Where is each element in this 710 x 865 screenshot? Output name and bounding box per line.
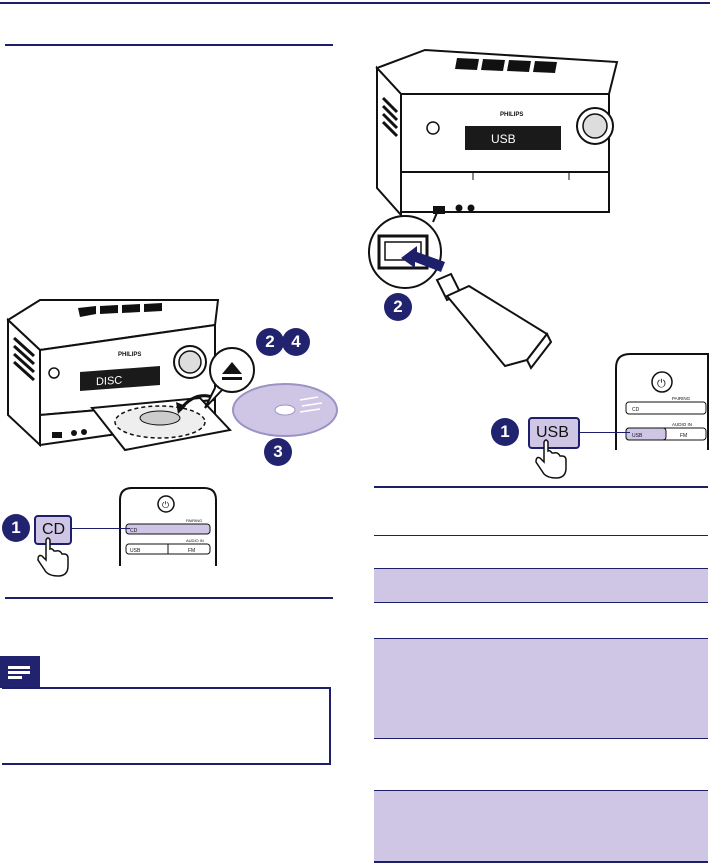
remote-key-audioin-left: AUDIO IN <box>186 538 204 543</box>
table-row-rule-2 <box>374 568 708 569</box>
table-bottom-rule <box>374 861 708 863</box>
brand-logo-right: PHILIPS <box>500 112 523 118</box>
page-top-rule <box>0 2 710 4</box>
note-box <box>2 687 331 765</box>
table-row-band-2 <box>374 638 708 738</box>
usb-remote-button-label: USB <box>536 424 569 441</box>
table-row-rule-5 <box>374 738 708 739</box>
cd-remote-button[interactable]: CD <box>34 515 72 545</box>
note-tab <box>0 656 40 688</box>
cd-player-illustration: DISC PHILIPS <box>6 299 338 452</box>
section-rule-left <box>5 44 333 46</box>
display-text-usb: USB <box>491 132 516 146</box>
callout-1-right: 1 <box>491 418 519 446</box>
table-row-rule-4 <box>374 638 708 639</box>
usb-player-illustration: USB PHILIPS <box>375 48 619 218</box>
cd-remote-button-label: CD <box>42 521 66 538</box>
remote-key-pairing-right: PAIRING <box>672 396 691 401</box>
brand-logo-left: PHILIPS <box>118 352 141 358</box>
remote-key-audioin-right: AUDIO IN <box>672 422 692 427</box>
callout-3-left: 3 <box>264 438 292 466</box>
remote-key-fm-left: FM <box>188 548 195 554</box>
table-row-rule-3 <box>374 602 708 603</box>
display-text-disc: DISC <box>96 374 122 388</box>
note-icon <box>8 666 30 679</box>
svg-text:⏻: ⏻ <box>657 378 666 390</box>
table-row-band-1 <box>374 568 708 602</box>
usb-remote-button[interactable]: USB <box>528 417 580 449</box>
table-row-rule-6 <box>374 790 708 791</box>
svg-text:⏻: ⏻ <box>162 500 169 510</box>
remote-key-usb-left: USB <box>130 548 141 554</box>
section-rule-left-2 <box>5 597 333 599</box>
remote-key-usb-right: USB <box>632 433 643 439</box>
pressing-hand-icon-left <box>37 537 69 577</box>
remote-key-cd-left: CD <box>130 528 138 534</box>
usb-insert-illustration <box>368 210 553 370</box>
remote-key-cd-right: CD <box>632 407 640 413</box>
cd-button-leader <box>70 528 130 529</box>
remote-key-fm-right: FM <box>680 433 687 439</box>
usb-button-leader <box>578 432 630 433</box>
remote-control-left: ⏻ CD PAIRING AUDIO IN USB FM <box>119 487 217 566</box>
table-row-band-3 <box>374 790 708 862</box>
remote-key-pairing-left: PAIRING <box>186 518 202 523</box>
callout-1-left: 1 <box>2 514 30 542</box>
pressing-hand-icon-right <box>535 439 567 479</box>
callout-4-left: 4 <box>282 328 310 356</box>
table-row-rule-1 <box>374 535 708 536</box>
table-top-rule <box>374 486 708 488</box>
callout-2-left: 2 <box>256 328 284 356</box>
remote-control-right: ⏻ CD PAIRING AUDIO IN USB FM <box>615 353 709 450</box>
callout-2-right: 2 <box>384 293 412 321</box>
